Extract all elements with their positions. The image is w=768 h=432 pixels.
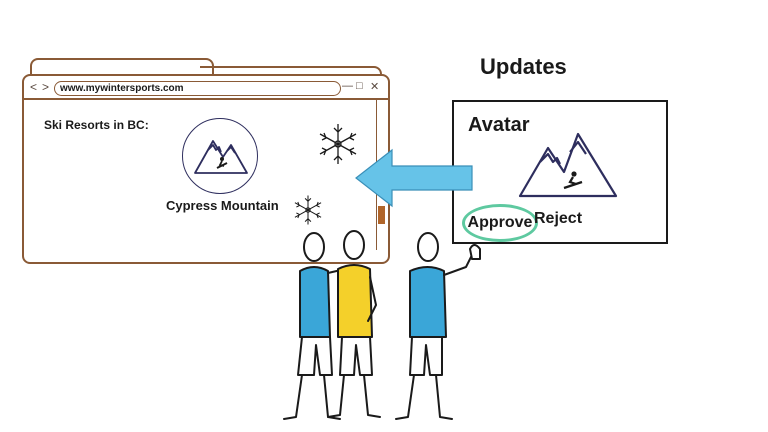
person-blue-left xyxy=(283,232,355,420)
maximize-button[interactable]: □ xyxy=(356,80,363,92)
updates-heading: Updates xyxy=(480,54,567,79)
snowflake-icon xyxy=(294,195,322,225)
team-illustration xyxy=(283,230,481,420)
page-heading: Ski Resorts in BC: xyxy=(44,118,149,132)
approve-button[interactable]: Approve xyxy=(462,204,538,242)
left-arrow-icon xyxy=(355,148,473,208)
resort-logo[interactable] xyxy=(182,118,258,194)
snowflake-icon xyxy=(319,124,357,164)
reject-button[interactable]: Reject xyxy=(534,210,583,227)
person-blue-right xyxy=(395,232,481,420)
person-yellow xyxy=(327,230,381,418)
update-item-label: Avatar xyxy=(468,114,530,136)
mountain-skier-icon xyxy=(194,140,248,174)
forward-button[interactable]: > xyxy=(42,80,50,94)
scrollbar-thumb[interactable] xyxy=(378,206,385,224)
mountain-skier-icon xyxy=(518,132,618,198)
address-bar[interactable]: www.mywintersports.com xyxy=(54,81,341,96)
browser-toolbar xyxy=(22,78,388,100)
close-button[interactable]: ✕ xyxy=(370,81,380,93)
minimize-button[interactable]: — xyxy=(342,80,353,92)
browser-tab xyxy=(30,58,214,78)
browser-tab-edge xyxy=(200,66,382,78)
back-button[interactable]: < xyxy=(30,80,38,94)
resort-name[interactable]: Cypress Mountain xyxy=(166,198,279,213)
